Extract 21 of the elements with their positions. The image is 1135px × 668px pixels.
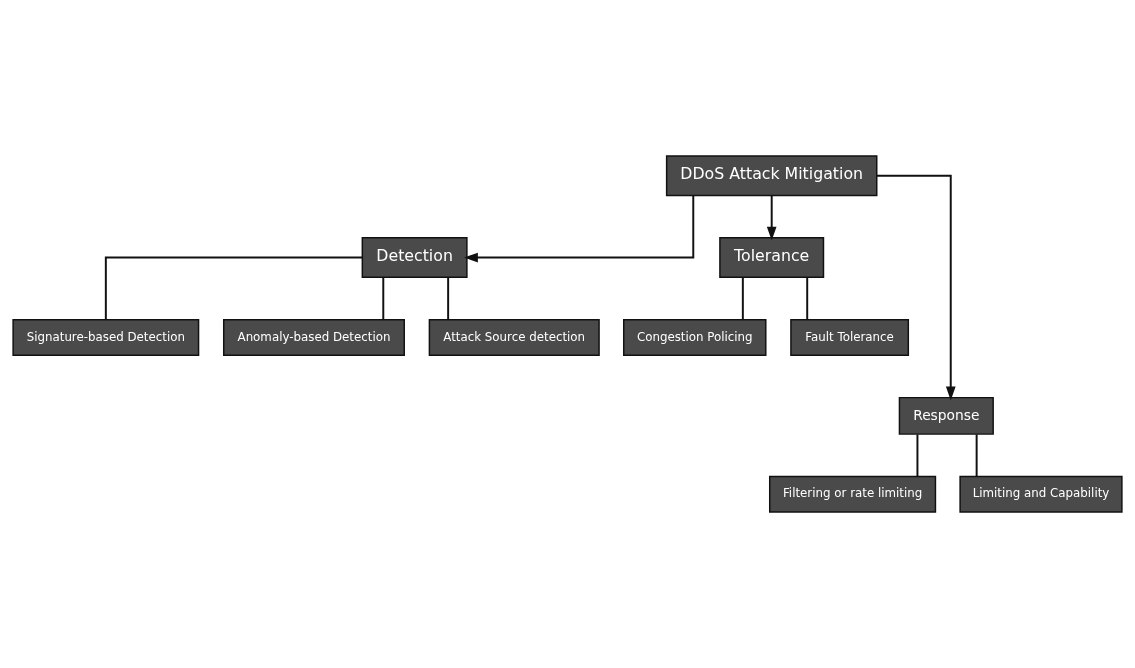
connector: [104, 256, 364, 321]
node-box: Limiting and Capability: [959, 475, 1123, 513]
node-box: Signature-based Detection: [12, 318, 200, 356]
node-box: Attack Source detection: [428, 318, 600, 356]
connector: [806, 276, 809, 321]
arrow: [766, 194, 777, 241]
arrow: [464, 194, 695, 263]
node-box: Detection: [361, 237, 468, 278]
node-box: Anomaly-based Detection: [223, 318, 405, 356]
connector: [382, 276, 385, 321]
node-box: Congestion Policing: [623, 318, 767, 356]
connector: [447, 276, 450, 321]
node-box: DDoS Attack Mitigation: [665, 155, 878, 197]
arrow: [875, 174, 956, 401]
connector: [975, 433, 978, 478]
connector: [741, 276, 744, 321]
node-box: Filtering or rate limiting: [769, 475, 937, 513]
node-box: Tolerance: [719, 237, 825, 278]
connector: [916, 433, 919, 478]
node-box: Response: [898, 396, 994, 435]
node-box: Fault Tolerance: [790, 318, 910, 356]
